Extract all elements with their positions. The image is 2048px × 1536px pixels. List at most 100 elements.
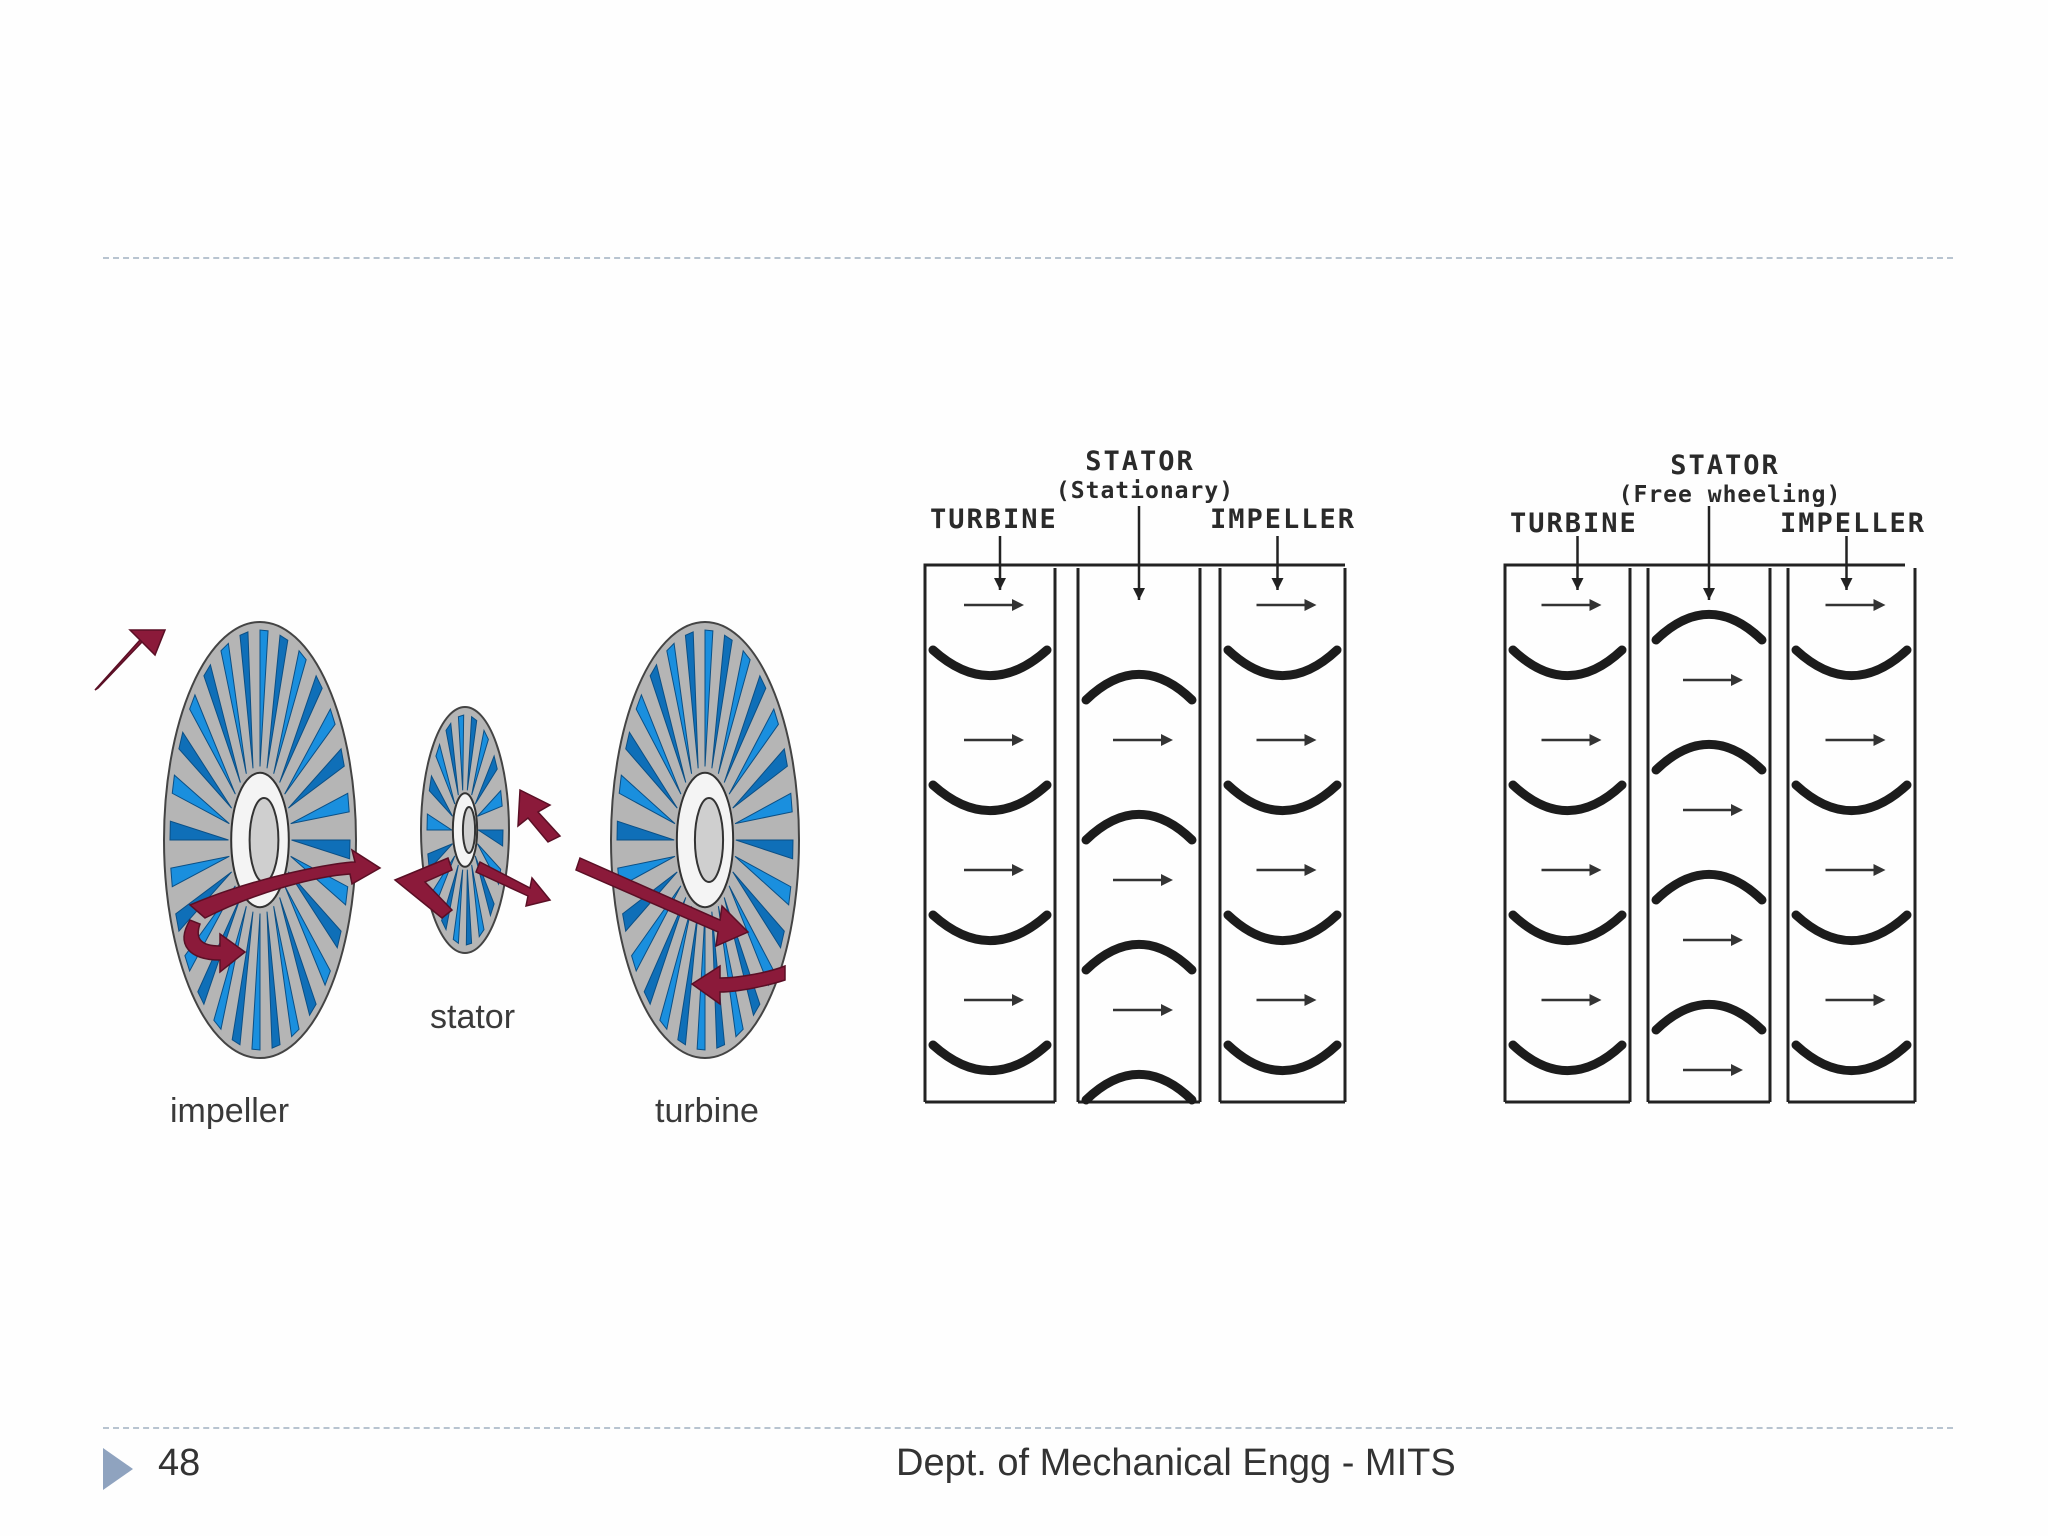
turbine-label: TURBINE <box>930 504 1058 535</box>
passage-top-edge <box>923 563 1345 568</box>
turbine-blade <box>735 839 794 860</box>
impeller-blade <box>171 774 230 825</box>
flow-arrow-icon <box>188 848 382 919</box>
stator-blade <box>1081 939 1197 975</box>
arrowhead-icon <box>1271 578 1284 590</box>
stator-blade <box>474 754 498 805</box>
stator-subtitle: (Free wheeling) <box>1619 482 1842 508</box>
turbine-blade <box>643 897 687 1006</box>
rotor-blade <box>1508 780 1627 816</box>
arrowhead-icon <box>1589 599 1602 611</box>
arrowhead-icon <box>1731 674 1743 686</box>
impeller-blade <box>273 906 300 1038</box>
arrowhead-icon <box>1133 588 1145 600</box>
turbine-blade <box>666 642 693 774</box>
rotor-blade <box>1223 910 1342 946</box>
turbine-blade <box>711 634 733 769</box>
rotor-blade <box>1791 910 1912 946</box>
impeller-blade <box>239 631 254 769</box>
top-divider <box>103 257 1953 259</box>
arrowhead-icon <box>1161 734 1173 746</box>
turbine-blade <box>618 774 676 825</box>
impeller-blade <box>287 871 342 949</box>
stator-subtitle: (Stationary) <box>1056 478 1234 504</box>
impeller-blade <box>273 649 307 774</box>
turbine-blade <box>649 663 687 783</box>
arrowhead-icon <box>1304 994 1317 1006</box>
arrowhead-icon <box>1873 864 1886 876</box>
impeller-blade <box>169 820 229 841</box>
rotor-blade <box>1223 1040 1342 1076</box>
turbine-blade <box>684 631 699 769</box>
stator-blade <box>1651 999 1767 1035</box>
stator-blade <box>471 864 485 939</box>
rotor-blade <box>1508 1040 1627 1076</box>
stator-blade <box>1651 739 1767 775</box>
impeller-blade <box>220 642 247 774</box>
rotor-blade <box>1791 780 1912 816</box>
flow-arrow-icon <box>393 856 454 919</box>
arrowhead-icon <box>1703 588 1715 600</box>
rotor-blade <box>928 645 1052 681</box>
impeller-blade <box>231 911 254 1046</box>
flow-arrow-icon <box>183 919 247 974</box>
arrowhead-icon <box>1571 578 1584 590</box>
impeller-blade <box>279 897 317 1017</box>
arrowhead-icon <box>1840 578 1853 590</box>
passage-top-edge <box>1503 563 1905 568</box>
rotor-blade <box>1508 910 1627 946</box>
arrowhead-icon <box>1161 874 1173 886</box>
bottom-divider <box>103 1427 1953 1429</box>
turbine-blade <box>659 906 693 1031</box>
turbine-blade <box>717 649 751 774</box>
page-number: 48 <box>158 1442 201 1484</box>
stator-blade <box>476 829 504 847</box>
stator-blade <box>471 728 489 796</box>
arrowhead-icon <box>1589 864 1602 876</box>
stator-blade <box>1081 809 1197 845</box>
arrowhead-icon <box>1012 734 1024 746</box>
turbine-hub-center <box>693 797 725 883</box>
arrowhead-icon <box>1873 994 1886 1006</box>
arrowhead-icon <box>1304 864 1317 876</box>
impeller-blade <box>266 911 281 1049</box>
flow-arrow-icon <box>690 964 786 1006</box>
stator-hub-center <box>461 806 477 854</box>
flow-arrow-icon <box>94 629 167 691</box>
stator-blade <box>1081 1069 1197 1105</box>
stator-title: STATOR <box>1085 446 1195 477</box>
turbine-blade <box>723 674 767 783</box>
arrowhead-icon <box>1731 1064 1743 1076</box>
impeller-blade <box>284 707 336 795</box>
impeller-blade <box>284 885 331 987</box>
turbine-blade <box>734 792 793 825</box>
flow-arrow-icon <box>475 860 552 908</box>
impeller-blade <box>251 913 261 1051</box>
stator-blade <box>477 789 503 817</box>
stator-blade <box>426 813 454 831</box>
rotor-blade <box>928 780 1052 816</box>
stator-blade <box>1081 669 1197 705</box>
rotor-blade <box>1791 1040 1912 1076</box>
rotor-blade <box>1791 645 1912 681</box>
flow-arrows <box>94 629 786 1006</box>
arrowhead-icon <box>1161 1004 1173 1016</box>
stator-title: STATOR <box>1670 450 1780 481</box>
stator-blade <box>427 843 453 871</box>
impeller-label: impeller <box>170 1092 289 1130</box>
arrowhead-icon <box>1012 599 1024 611</box>
arrowhead-icon <box>1731 804 1743 816</box>
arrowhead-icon <box>1873 599 1886 611</box>
turbine-blade <box>616 820 675 841</box>
impeller-blade <box>291 839 351 860</box>
torque-converter-exploded-figure: impeller stator turbine <box>94 621 800 1130</box>
impeller-blade <box>288 747 345 809</box>
arrowhead-icon <box>1012 864 1024 876</box>
impeller-blade <box>266 634 289 769</box>
turbine-blade <box>732 747 788 809</box>
arrowhead-icon <box>994 578 1006 590</box>
stator-blade <box>435 742 456 805</box>
blade-diagram-stator-free-wheeling: STATOR (Free wheeling) TURBINE IMPELLER <box>1503 450 1924 1104</box>
stator-blade <box>428 774 453 817</box>
rotor-blade <box>1508 645 1627 681</box>
